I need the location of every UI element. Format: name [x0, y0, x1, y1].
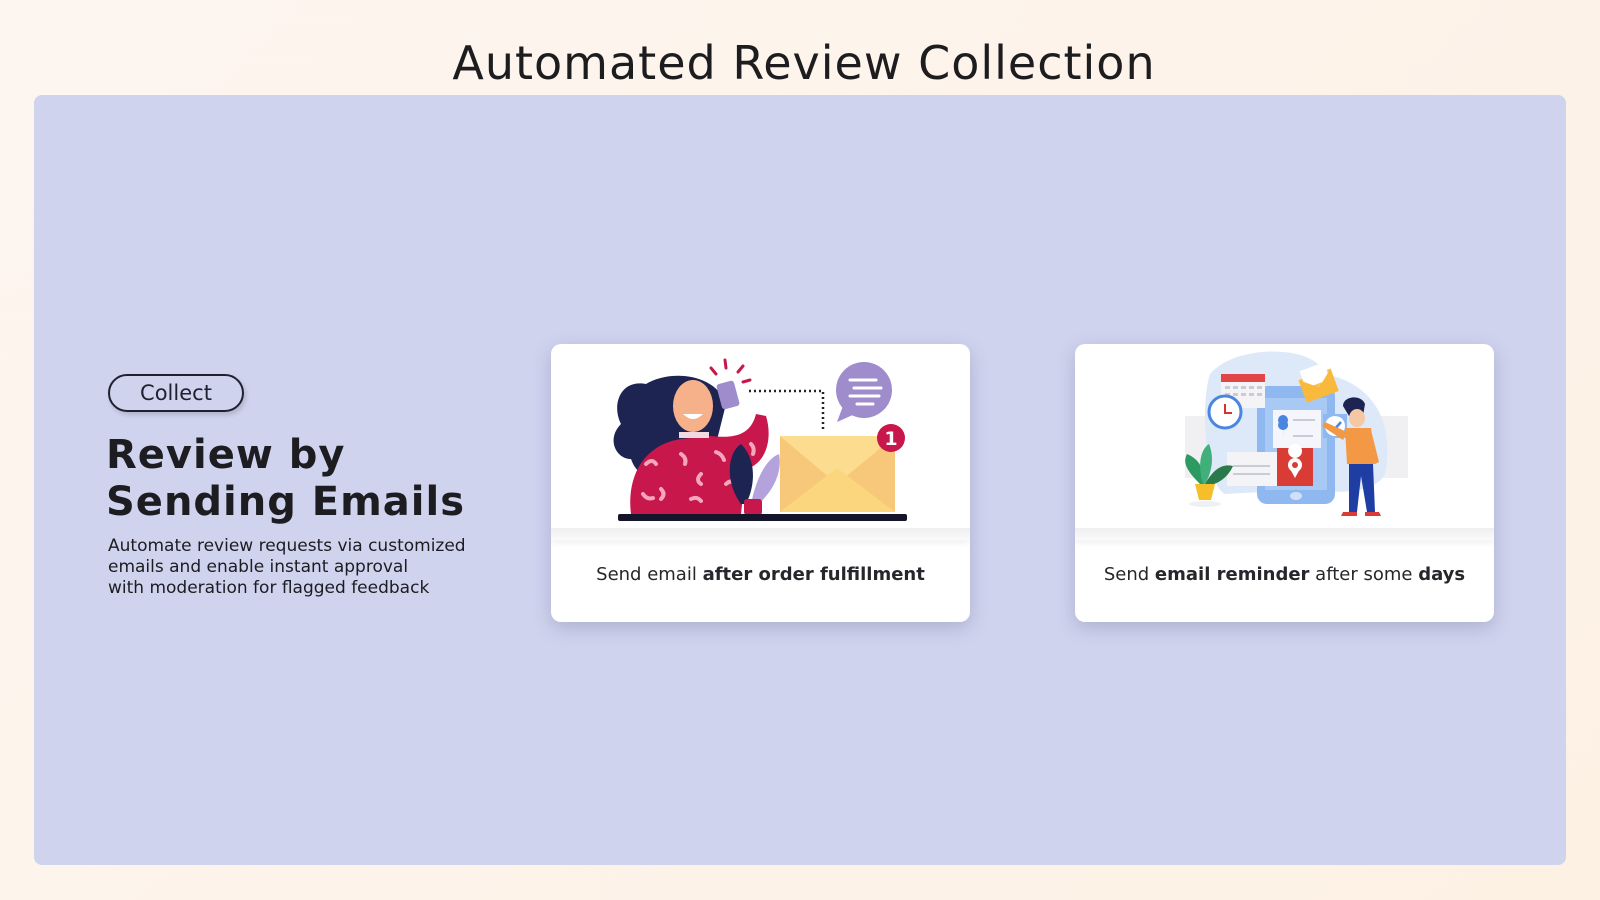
caption-text-bold: after order fulfillment: [702, 564, 925, 585]
feature-card-email-reminder: Send email reminder after some days: [1075, 344, 1494, 622]
card-caption: Send email after order fulfillment: [551, 564, 970, 585]
man-scheduling-reminder-illustration: [1185, 351, 1408, 516]
caption-text-bold: days: [1418, 564, 1466, 585]
collect-badge: Collect: [108, 374, 244, 412]
notification-count: 1: [884, 428, 897, 450]
card-caption: Send email reminder after some days: [1075, 564, 1494, 585]
woman-sending-email-illustration: 1: [613, 358, 907, 521]
card-shelf: [551, 528, 970, 540]
page-title: Automated Review Collection: [452, 36, 1156, 90]
feature-card-order-fulfillment: 1 Send email after order fulfillment: [551, 344, 970, 622]
section-heading: Review by Sending Emails: [106, 432, 465, 526]
caption-text: Send email: [596, 564, 703, 585]
caption-text: after some: [1309, 564, 1419, 585]
description-line: Automate review requests via customized: [108, 536, 466, 556]
caption-text: Send: [1103, 564, 1155, 585]
description-line: emails and enable instant approval: [108, 557, 409, 577]
heading-line-2: Sending Emails: [106, 479, 466, 525]
heading-line-1: Review by: [106, 432, 346, 478]
caption-text-bold: email reminder: [1154, 564, 1310, 585]
card-shelf: [1075, 528, 1494, 540]
section-description: Automate review requests via customized …: [108, 536, 508, 599]
description-line: with moderation for flagged feedback: [108, 578, 430, 598]
